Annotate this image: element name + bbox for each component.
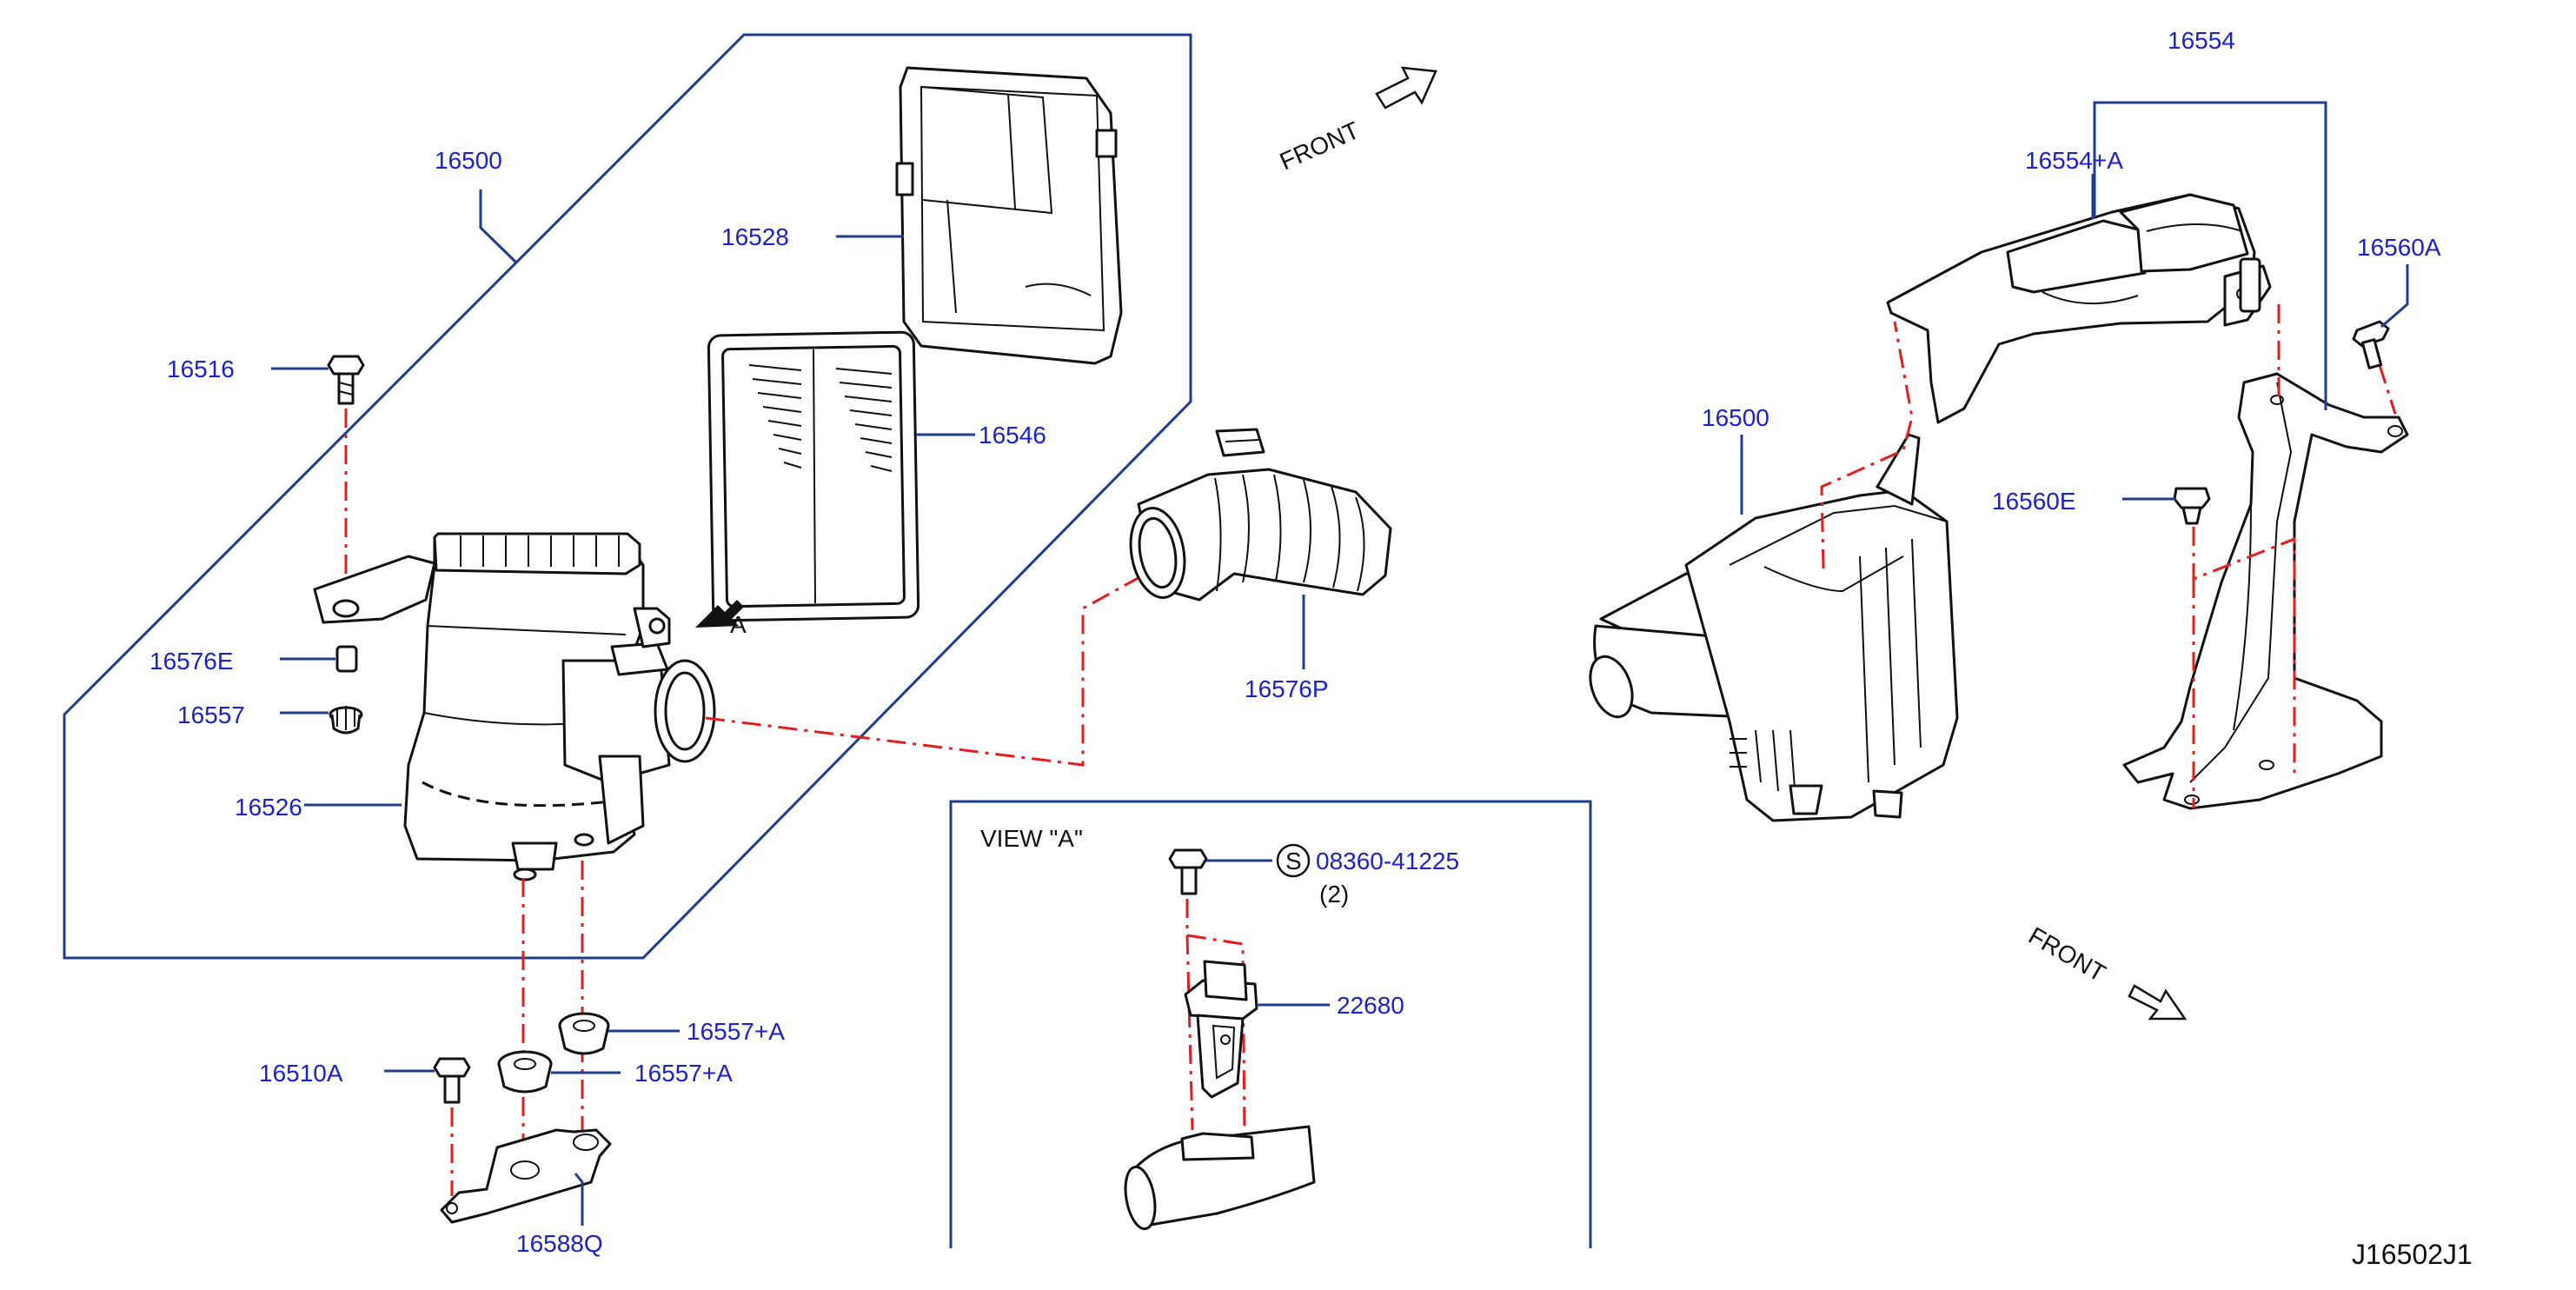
- view-a-frame: [949, 800, 1592, 1248]
- label-duct: 16576P: [1245, 675, 1329, 702]
- label-bolt-top: 16516: [167, 356, 235, 382]
- label-assy-right: 16500: [1702, 404, 1769, 431]
- air-cleaner-case: [313, 532, 716, 881]
- label-assy-left: 16500: [435, 147, 502, 174]
- front-arrow-top-icon: [1375, 66, 1437, 110]
- assembly-frame: [63, 33, 1192, 960]
- centerline-assy-inlet: [1820, 321, 1914, 569]
- label-clip: 16560E: [1992, 488, 2076, 515]
- label-case: 16526: [235, 794, 302, 821]
- label-screw-symbol: S: [1285, 848, 1302, 874]
- filter-cover: [895, 66, 1123, 365]
- mounting-bracket: [440, 1128, 612, 1224]
- label-view-title: VIEW "A": [980, 825, 1083, 852]
- label-cover: 16528: [721, 223, 789, 250]
- intake-duct: [1129, 428, 1392, 602]
- label-element: 16546: [979, 422, 1046, 449]
- grommet: [329, 706, 363, 735]
- centerline-case-duct: [705, 562, 1165, 767]
- leader-bolt-right: [2380, 264, 2409, 329]
- label-inlet-upper: 16554+A: [2025, 147, 2123, 174]
- bolt-bracket: [433, 1057, 471, 1104]
- air-inlet-upper: [1886, 193, 2272, 424]
- mount-rubber-lower: [497, 1050, 553, 1094]
- label-front-bottom: FRONT: [2024, 921, 2110, 987]
- air-cleaner-assembly-right: [1589, 433, 1959, 822]
- label-screw: 08360-41225: [1316, 848, 1459, 874]
- label-mount-a1: 16557+A: [687, 1018, 785, 1045]
- clip: [2173, 487, 2211, 525]
- air-inlet-lower: [2122, 372, 2409, 810]
- leader-bracket: [574, 1173, 584, 1226]
- throttle-tube: [1124, 1125, 1316, 1231]
- bolt-top: [327, 355, 365, 405]
- centerline-sensor-right: [1186, 934, 1246, 1140]
- screw: [1168, 848, 1208, 895]
- airflow-sensor: [1184, 960, 1258, 1099]
- view-arrow-icon: [695, 600, 744, 628]
- front-arrow-bottom-icon: [2128, 984, 2188, 1021]
- filter-element: [707, 330, 920, 622]
- label-bolt-right: 16560A: [2357, 234, 2441, 261]
- label-inlet-assy: 16554: [2168, 27, 2235, 54]
- label-bracket: 16588Q: [516, 1230, 603, 1257]
- centerline-bolt-right: [2378, 364, 2397, 415]
- screw-symbol-circle: [1276, 843, 1311, 878]
- bolt-right: [2352, 320, 2390, 369]
- label-bolt-bracket: 16510A: [259, 1060, 343, 1087]
- leader-assy-left: [479, 190, 518, 264]
- label-collar: 16576E: [149, 648, 234, 675]
- label-sensor: 22680: [1337, 992, 1404, 1019]
- label-screw-qty: (2): [1319, 881, 1349, 908]
- centerline-clip: [2192, 527, 2296, 774]
- mount-rubber-upper: [558, 1012, 610, 1055]
- collar: [335, 645, 358, 673]
- label-grommet: 16557: [177, 702, 245, 728]
- label-mount-a2: 16557+A: [634, 1060, 733, 1087]
- label-view-arrow: A: [730, 611, 747, 638]
- label-front-top: FRONT: [1276, 116, 1364, 176]
- diagram-code: J16502J1: [2352, 1239, 2473, 1270]
